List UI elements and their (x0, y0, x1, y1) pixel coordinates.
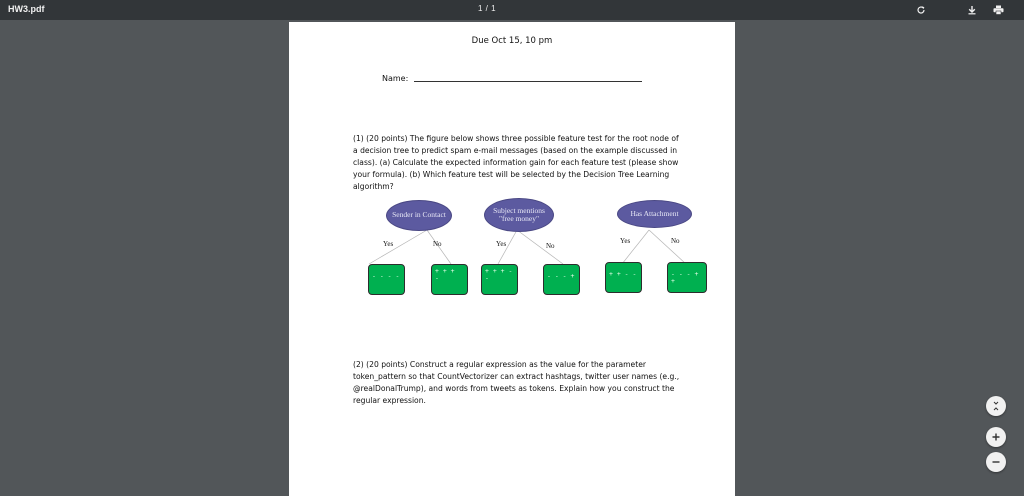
leaf-label: + + + - - (485, 267, 513, 282)
leaf-sender-no: + + + - (431, 264, 468, 295)
edge-label-yes: Yes (496, 240, 507, 248)
zoom-in-icon[interactable] (986, 427, 1006, 447)
leaf-sender-yes: - - - - (368, 264, 405, 295)
tree-connectors (368, 229, 687, 265)
due-date: Due Oct 15, 10 pm (471, 36, 553, 46)
name-label: Name: (382, 74, 409, 83)
tree-node-has-attachment: Has Attachment (617, 200, 692, 228)
leaf-attachment-no: - - - + + (667, 262, 707, 293)
tree-node-sender-in-contact: Sender in Contact (386, 200, 452, 231)
edge-label-yes: Yes (620, 237, 631, 245)
connector (368, 229, 428, 265)
tree-node-subject-free-money: Subject mentions "free money" (484, 198, 554, 232)
question-2: (2) (20 points) Construct a regular expr… (353, 360, 680, 405)
connector (621, 229, 650, 265)
leaf-label: - - - - (372, 272, 400, 280)
connector (648, 229, 687, 265)
pdf-page: Due Oct 15, 10 pm Name: (1) (20 points) … (289, 22, 735, 496)
leaf-subject-yes: + + + - - (481, 264, 518, 295)
name-underline (414, 81, 642, 82)
connector (516, 229, 564, 265)
rotate-icon[interactable] (914, 3, 928, 17)
leaf-label: - - - + + (671, 270, 699, 285)
connector (497, 229, 518, 265)
leaf-subject-no: - - - + (543, 264, 580, 295)
edge-label-no: No (671, 237, 680, 245)
fit-page-icon[interactable] (986, 396, 1006, 416)
leaf-label: + + - - (609, 270, 637, 278)
leaf-attachment-yes: + + - - (605, 262, 642, 293)
edge-label-no: No (433, 240, 442, 248)
page-indicator[interactable]: 1 / 1 (478, 4, 497, 13)
edge-label-no: No (546, 242, 555, 250)
zoom-out-icon[interactable] (986, 452, 1006, 472)
leaf-label: - - - + (547, 272, 575, 280)
viewer-toolbar: HW3.pdf 1 / 1 (0, 0, 1024, 20)
file-name: HW3.pdf (8, 4, 45, 14)
print-icon[interactable] (991, 3, 1005, 17)
leaf-label: + + + - (435, 267, 455, 282)
question-1: (1) (20 points) The figure below shows t… (353, 134, 679, 191)
connector (426, 229, 452, 265)
download-icon[interactable] (965, 3, 979, 17)
edge-label-yes: Yes (383, 240, 394, 248)
